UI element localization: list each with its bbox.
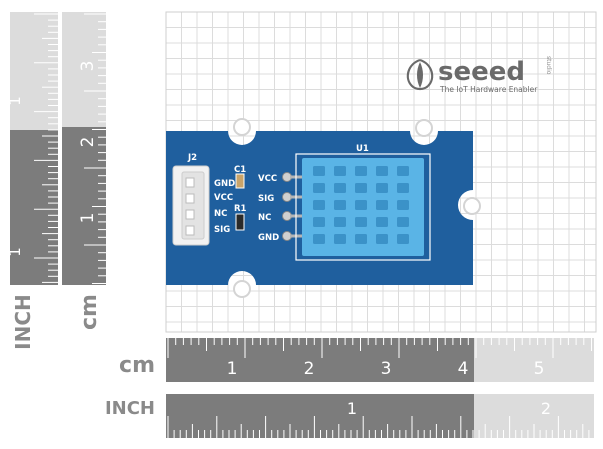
connector-pin-gnd: GND <box>214 179 235 189</box>
bottom-cm-number-2: 2 <box>304 359 315 379</box>
bottom-cm-number-3: 3 <box>381 359 392 379</box>
bottom-cm-number-5: 5 <box>534 359 545 379</box>
connector-pin-nc: NC <box>214 209 227 219</box>
mount-hole-top <box>233 118 251 136</box>
left-ruler: 1 3 2 1 1 INCH cm <box>6 12 106 350</box>
sensor-pin-sig: SIG <box>258 194 274 204</box>
bottom-cm-label: cm <box>119 353 155 378</box>
bottom-inch-number-2: 2 <box>541 399 551 418</box>
sensor-pin-nc: NC <box>258 213 271 223</box>
grove-board: J2 GND VCC NC SIG C1 R1 VCC SIG NC GND <box>166 118 481 298</box>
left-inch-number-1b: 1 <box>6 247 24 257</box>
bottom-inch-label: INCH <box>105 398 155 419</box>
sensor-vent-grid <box>313 166 409 244</box>
grove-connector <box>172 165 210 246</box>
bottom-inch-number-1: 1 <box>347 399 357 418</box>
left-cm-number-3: 3 <box>78 61 98 72</box>
left-cm-label: cm <box>77 294 102 330</box>
seeed-logo: seeed studio The IoT Hardware Enabler <box>406 56 552 94</box>
sensor-outline <box>295 153 431 261</box>
connector-pin-vcc: VCC <box>214 193 233 203</box>
connector-pin-sig: SIG <box>214 225 230 235</box>
resistor-label: R1 <box>234 204 247 214</box>
brand-name: seeed <box>438 57 525 87</box>
brand-tagline: The IoT Hardware Enabler <box>439 85 538 94</box>
sensor-pin-vcc: VCC <box>258 174 277 184</box>
left-inch-label: INCH <box>11 294 35 350</box>
mount-hole-top-right-bg <box>418 122 430 134</box>
resistor <box>235 213 245 231</box>
bottom-cm-number-1: 1 <box>227 359 238 379</box>
brand-side-text: studio <box>545 56 552 75</box>
capacitor <box>235 173 245 189</box>
mount-hole-right <box>463 197 481 215</box>
bottom-ruler: cm INCH 1 2 3 4 5 1 2 <box>105 338 594 438</box>
sensor-pin-gnd: GND <box>258 233 279 243</box>
connector-label: J2 <box>187 153 197 163</box>
seeed-leaf-icon <box>406 58 434 91</box>
mount-hole-bottom <box>233 280 251 298</box>
sensor-label: U1 <box>356 144 369 154</box>
left-cm-number-1: 1 <box>78 213 98 224</box>
left-cm-number-2: 2 <box>78 137 98 148</box>
bottom-cm-number-4: 4 <box>458 359 469 379</box>
left-inch-number-1: 1 <box>6 96 24 106</box>
capacitor-label: C1 <box>234 165 246 175</box>
